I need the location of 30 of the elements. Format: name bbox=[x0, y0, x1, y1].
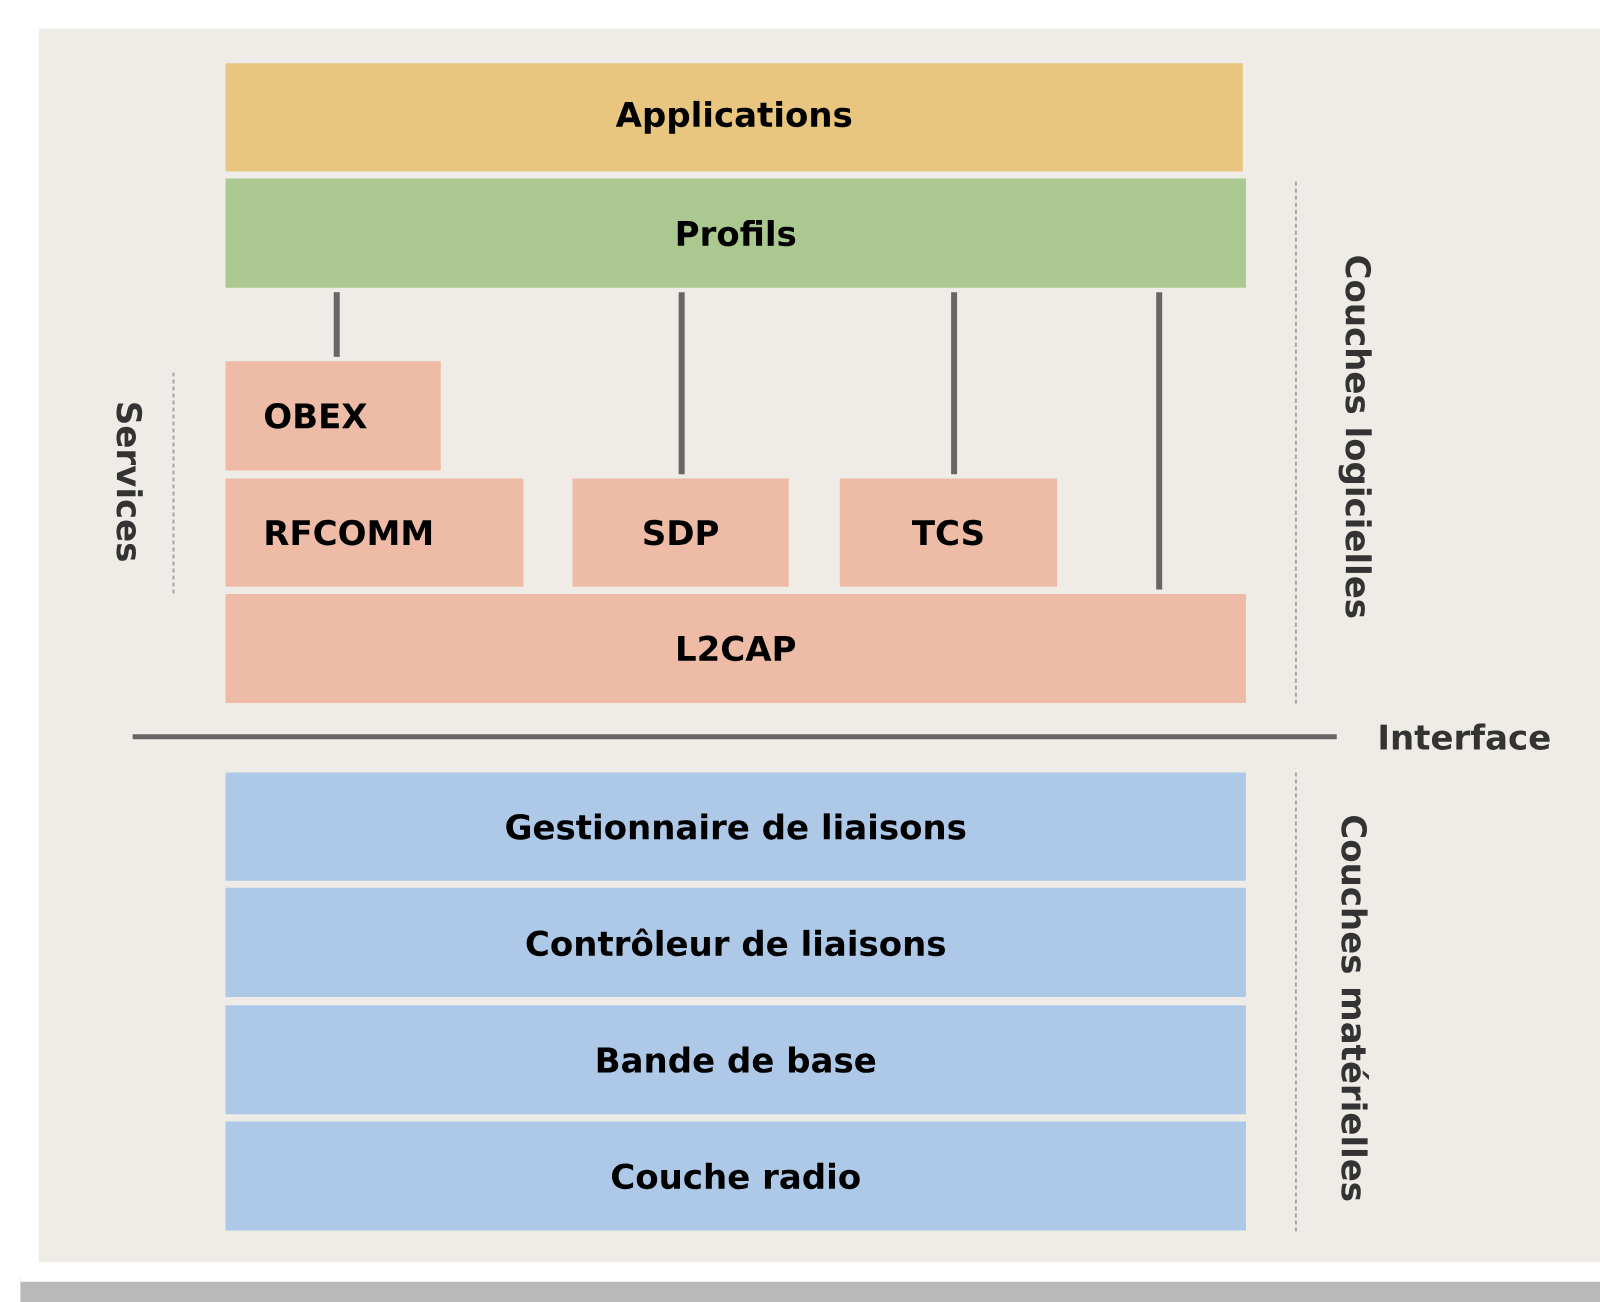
node-label: Gestionnaire de liaisons bbox=[506, 813, 966, 840]
node-label: Couche radio bbox=[612, 1162, 860, 1190]
node-label: L2CAP bbox=[678, 635, 796, 662]
layer-box bbox=[225, 63, 1243, 172]
protocol-box bbox=[572, 478, 789, 587]
connector-line bbox=[951, 292, 958, 475]
layer-box bbox=[225, 178, 1246, 288]
protocol-box bbox=[225, 361, 441, 471]
node-label: SDP bbox=[644, 519, 719, 546]
layer-box bbox=[225, 772, 1246, 881]
node-label: Applications bbox=[615, 100, 852, 134]
node-label: RFCOMM bbox=[266, 519, 432, 546]
node-label: Bande de base bbox=[597, 1046, 876, 1073]
layer-box bbox=[225, 887, 1246, 997]
interface-label: Interface bbox=[1380, 723, 1550, 750]
side-label: Services bbox=[116, 403, 143, 561]
side-label: Couches logicielles bbox=[1338, 256, 1372, 618]
layer-box bbox=[225, 1121, 1246, 1231]
protocol-box bbox=[225, 478, 524, 587]
layer-box bbox=[225, 1005, 1246, 1115]
connector-line bbox=[333, 292, 340, 357]
layer-box bbox=[225, 593, 1246, 704]
node-label: Contrôleur de liaisons bbox=[526, 928, 945, 957]
node-label: Profils bbox=[677, 220, 796, 247]
connector-line bbox=[678, 292, 685, 475]
connector-line bbox=[1156, 292, 1163, 590]
node-label: TCS bbox=[912, 519, 983, 546]
node-label: OBEX bbox=[264, 402, 367, 429]
protocol-box bbox=[839, 478, 1058, 587]
side-label: Couches matérielles bbox=[1341, 816, 1369, 1201]
